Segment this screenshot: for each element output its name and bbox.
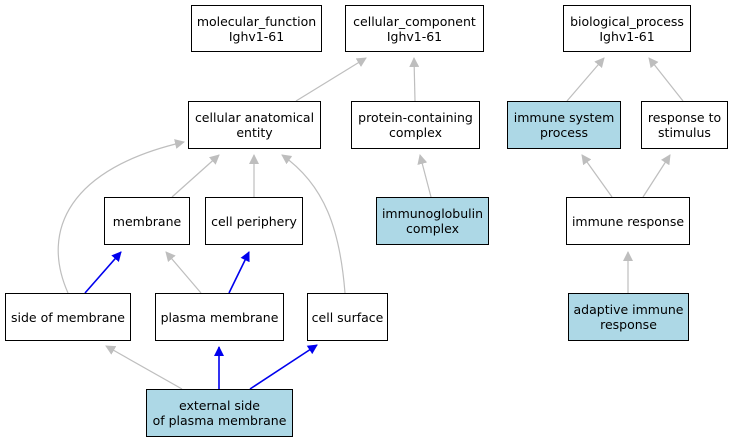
edge-immune-response-to-immune-system-process — [581, 154, 613, 198]
edge-side-of-membrane-to-cellular-anatomical-entity — [57, 139, 185, 294]
node-label: response to stimulus — [647, 110, 722, 140]
edge-immunoglobulin-complex-to-protein-containing-complex — [417, 154, 432, 198]
edge-external-side-of-plasma-membrane-to-side-of-membrane — [105, 345, 183, 390]
node-label: immune response — [571, 213, 685, 229]
node-label: protein-containing complex — [358, 110, 473, 140]
node-cell-surface[interactable]: cell surface — [307, 293, 388, 341]
node-response-to-stimulus[interactable]: response to stimulus — [641, 101, 728, 149]
node-plasma-membrane[interactable]: plasma membrane — [155, 293, 284, 341]
node-immune-system-process[interactable]: immune system process — [507, 101, 621, 149]
node-label: adaptive immune response — [573, 302, 684, 332]
node-label: biological_process Ighv1-61 — [570, 13, 684, 44]
node-biological-process[interactable]: biological_process Ighv1-61 — [563, 5, 691, 52]
edge-plasma-membrane-to-cell-periphery — [228, 251, 250, 294]
node-label: molecular_function Ighv1-61 — [196, 13, 317, 44]
edge-immune-system-process-to-biological-process — [566, 57, 605, 102]
edge-cell-surface-to-cellular-anatomical-entity — [281, 154, 346, 294]
node-label: side of membrane — [11, 309, 125, 325]
node-adaptive-immune-response[interactable]: adaptive immune response — [568, 293, 689, 341]
node-label: plasma membrane — [160, 309, 279, 325]
edge-plasma-membrane-to-membrane — [165, 251, 202, 294]
node-immunoglobulin-complex[interactable]: immunoglobulin complex — [376, 197, 489, 245]
node-immune-response[interactable]: immune response — [566, 197, 690, 245]
node-membrane[interactable]: membrane — [104, 197, 190, 245]
node-label: cell periphery — [211, 213, 297, 229]
node-side-of-membrane[interactable]: side of membrane — [5, 293, 131, 341]
node-label: immunoglobulin complex — [381, 206, 484, 236]
edge-immune-response-to-response-to-stimulus — [642, 154, 671, 198]
node-label: cellular_component Ighv1-61 — [353, 13, 476, 44]
node-label: external side of plasma membrane — [152, 398, 287, 428]
edge-cellular-anatomical-entity-to-cellular-component — [295, 57, 367, 102]
node-label: cell surface — [311, 309, 384, 325]
node-external-side-of-plasma-membrane[interactable]: external side of plasma membrane — [146, 389, 293, 437]
node-cellular-component[interactable]: cellular_component Ighv1-61 — [345, 5, 484, 52]
node-cellular-anatomical-entity[interactable]: cellular anatomical entity — [188, 101, 321, 149]
node-label: cellular anatomical entity — [194, 110, 315, 140]
edge-membrane-to-cellular-anatomical-entity — [171, 154, 220, 198]
node-cell-periphery[interactable]: cell periphery — [205, 197, 303, 245]
node-molecular-function[interactable]: molecular_function Ighv1-61 — [191, 5, 322, 52]
edge-protein-containing-complex-to-cellular-component — [409, 57, 420, 102]
edge-response-to-stimulus-to-biological-process — [648, 57, 684, 102]
edge-external-side-of-plasma-membrane-to-cell-surface — [249, 344, 318, 390]
node-label: immune system process — [513, 110, 615, 140]
edge-side-of-membrane-to-membrane — [84, 251, 122, 294]
node-protein-containing-complex[interactable]: protein-containing complex — [351, 101, 480, 149]
node-label: membrane — [112, 213, 182, 229]
